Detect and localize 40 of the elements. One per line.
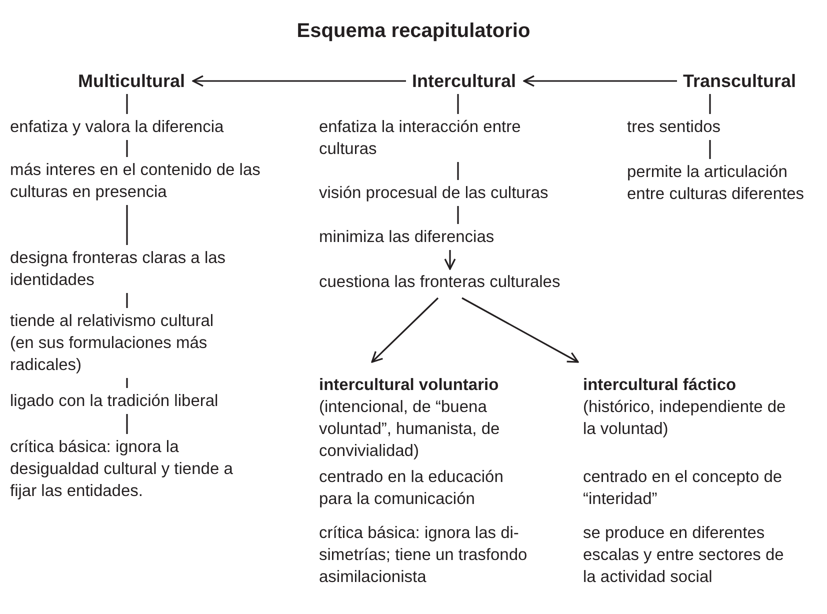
subheading: intercultural voluntario	[319, 375, 499, 396]
text-item: enfatiza la interacción entre culturas	[319, 117, 522, 160]
title: Esquema recapitulatorio	[296, 19, 532, 44]
connector-line	[457, 206, 459, 224]
connector-line	[457, 162, 459, 180]
connector-line	[126, 94, 128, 114]
text-item: crítica básica: ignora las di- simetrías; tiene un trasfondo asimilacionista	[319, 523, 528, 588]
connector-line	[126, 414, 128, 434]
text-item: crítica básica: ignora la desigualdad cultural y tiende a fijar las entidades.	[10, 437, 234, 502]
connector-line	[457, 94, 459, 114]
text-item: ligado con la tradición liberal	[10, 391, 218, 412]
column-heading: Multicultural	[78, 70, 185, 92]
column-heading: Transcultural	[683, 70, 796, 92]
arrow	[192, 75, 406, 87]
text-item: designa fronteras claras a las identidades	[10, 248, 227, 291]
arrow	[444, 250, 456, 270]
arrow	[462, 297, 579, 363]
connector-line	[126, 140, 128, 157]
subheading: intercultural fáctico	[583, 375, 736, 396]
text-item: cuestiona las fronteras culturales	[319, 272, 560, 293]
connector-line	[126, 293, 128, 308]
column-heading: Intercultural	[412, 70, 516, 92]
connector-line	[126, 205, 128, 245]
arrow	[371, 297, 439, 363]
text-item: centrado en el concepto de “interidad”	[583, 467, 784, 510]
text-item: enfatiza y valora la diferencia	[10, 117, 224, 138]
text-item: centrado en la educación para la comunicación	[319, 467, 504, 510]
text-item: (histórico, independiente de la voluntad)	[583, 397, 787, 440]
connector-line	[709, 140, 711, 159]
text-item: minimiza las diferencias	[319, 227, 494, 248]
text-item: tiende al relativismo cultural (en sus formulaciones más radicales)	[10, 311, 215, 376]
text-item: (intencional, de “buena voluntad”, humanista, de convivialidad)	[319, 397, 501, 462]
text-item: más interes en el contenido de las culturas en presencia	[10, 160, 262, 203]
connector-line	[709, 94, 711, 114]
text-item: visión procesual de las culturas	[319, 183, 548, 204]
text-item: se produce en diferentes escalas y entre sectores de la actividad social	[583, 523, 785, 588]
connector-line	[126, 378, 128, 388]
text-item: permite la articulación entre culturas diferentes	[627, 162, 806, 205]
arrow	[523, 75, 677, 87]
text-item: tres sentidos	[627, 117, 721, 138]
